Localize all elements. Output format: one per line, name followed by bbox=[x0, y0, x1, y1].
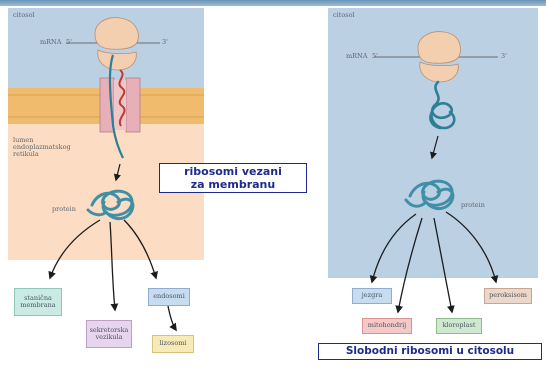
box-nucleus: jezgra bbox=[352, 288, 392, 304]
right-three-prime-label: 3' bbox=[501, 53, 507, 60]
left-mrna-label: mRNA bbox=[40, 39, 61, 46]
callout-free-cytosolic-ribosomes: Slobodni ribosomi u citosolu bbox=[318, 343, 542, 360]
box-chloroplast: kloroplast bbox=[436, 318, 482, 334]
right-ribosome bbox=[418, 32, 460, 82]
box-endosomes: endosomi bbox=[148, 288, 190, 306]
box-secretory-vesicle: sekretorska vezikula bbox=[86, 320, 132, 348]
left-cytosol-label: citosol bbox=[13, 12, 35, 19]
box-cell-membrane: stanična membrana bbox=[14, 288, 62, 316]
translocon-channel bbox=[100, 70, 140, 132]
left-ribosome bbox=[95, 18, 138, 70]
right-mrna-label: mRNA bbox=[346, 53, 367, 60]
right-five-prime-label: 5' bbox=[372, 53, 378, 60]
left-five-prime-label: 5' bbox=[66, 39, 72, 46]
er-lumen-label: lumen endoplazmatskog retikula bbox=[13, 137, 71, 157]
right-cytosol-label: citosol bbox=[333, 12, 355, 19]
left-three-prime-label: 3' bbox=[162, 39, 168, 46]
right-protein-label: protein bbox=[461, 202, 485, 209]
callout-membrane-bound-ribosomes: ribosomi vezani za membranu bbox=[159, 163, 307, 193]
box-peroxisome: peroksisom bbox=[484, 288, 532, 304]
box-lysosomes: lizosomi bbox=[152, 335, 194, 353]
box-mitochondrion: mitohondrij bbox=[362, 318, 412, 334]
left-protein-label: protein bbox=[52, 206, 76, 213]
